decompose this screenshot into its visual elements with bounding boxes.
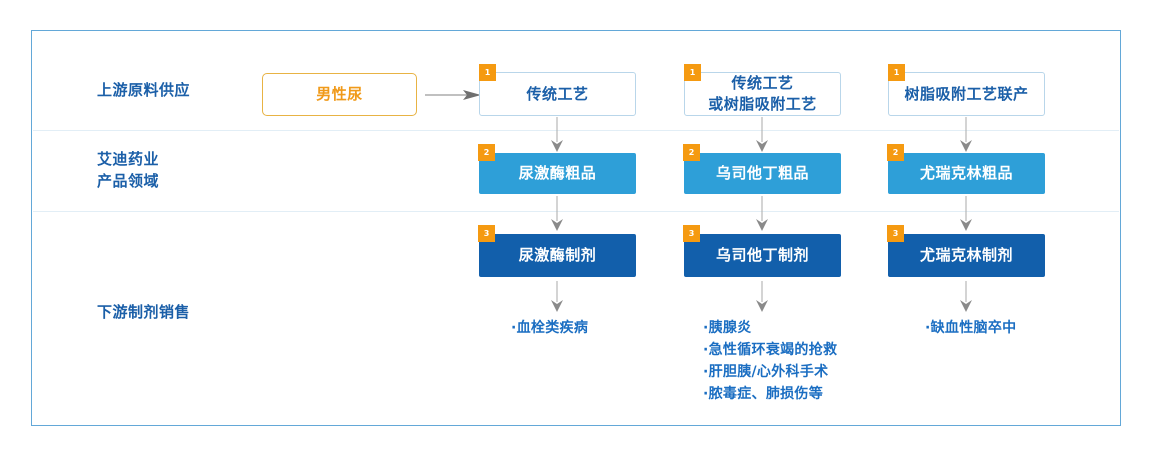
node-crude-urokinase[interactable]: 2 尿激酶粗品 — [478, 144, 636, 194]
node-process-urolinker[interactable]: 1 树脂吸附工艺联产 — [888, 64, 1045, 116]
node-process-urokinase[interactable]: 1 传统工艺 — [479, 64, 636, 116]
node-label: 尤瑞克林粗品 — [919, 164, 1013, 182]
indication-item: ·缺血性脑卒中 — [925, 320, 1017, 336]
stage-label-downstream: 下游制剂销售 — [97, 303, 191, 321]
node-label: 尿激酶制剂 — [518, 246, 597, 264]
row-divider-upstream-midstream — [33, 130, 1119, 131]
arrow-process-to-crude-ulinastatin — [756, 117, 768, 152]
indications-ulinastatin: ·胰腺炎 ·急性循环衰竭的抢救 ·肝胆胰/心外科手术 ·脓毒症、肺损伤等 — [703, 317, 837, 405]
indication-item: ·脓毒症、肺损伤等 — [703, 386, 824, 402]
arrow-process-to-crude-urolinker — [960, 117, 972, 152]
arrow-prep-to-indications-urokinase — [551, 281, 563, 312]
node-label: 尤瑞克林制剂 — [919, 246, 1013, 264]
badge-step-1: 1 — [479, 64, 496, 81]
node-label: 传统工艺 或树脂吸附工艺 — [708, 74, 817, 113]
indication-item: ·肝胆胰/心外科手术 — [703, 364, 829, 380]
badge-step-1: 1 — [684, 64, 701, 81]
node-crude-ulinastatin[interactable]: 2 乌司他丁粗品 — [683, 144, 841, 194]
arrow-crude-to-prep-urokinase — [551, 196, 563, 231]
arrow-prep-to-indications-ulinastatin — [756, 281, 768, 312]
row-divider-midstream-downstream — [33, 211, 1119, 212]
badge-step-2: 2 — [887, 144, 904, 161]
indications-urolinker: ·缺血性脑卒中 — [925, 317, 1016, 339]
indications-urokinase: ·血栓类疾病 — [511, 317, 588, 339]
badge-step-3: 3 — [887, 225, 904, 242]
node-label: 尿激酶粗品 — [518, 164, 597, 182]
badge-step-2: 2 — [683, 144, 700, 161]
node-prep-urokinase[interactable]: 3 尿激酶制剂 — [478, 225, 636, 277]
node-label: 男性尿 — [316, 85, 363, 103]
stage-label-midstream: 艾迪药业 产品领域 — [97, 150, 160, 190]
arrow-crude-to-prep-ulinastatin — [756, 196, 768, 231]
node-source-male-urine[interactable]: 男性尿 — [262, 73, 417, 116]
stage-label-upstream: 上游原料供应 — [97, 81, 191, 99]
node-crude-urolinker[interactable]: 2 尤瑞克林粗品 — [887, 144, 1045, 194]
badge-step-1: 1 — [888, 64, 905, 81]
arrow-source-to-process — [425, 90, 481, 100]
indication-item: ·血栓类疾病 — [511, 320, 589, 336]
indication-item: ·胰腺炎 — [703, 320, 752, 336]
node-label: 树脂吸附工艺联产 — [904, 84, 1029, 103]
node-process-ulinastatin[interactable]: 1 传统工艺 或树脂吸附工艺 — [684, 64, 841, 116]
arrow-prep-to-indications-urolinker — [960, 281, 972, 312]
node-prep-urolinker[interactable]: 3 尤瑞克林制剂 — [887, 225, 1045, 277]
node-label: 传统工艺 — [526, 84, 589, 103]
arrow-process-to-crude-urokinase — [551, 117, 563, 152]
node-label: 乌司他丁制剂 — [715, 246, 809, 264]
badge-step-3: 3 — [683, 225, 700, 242]
node-prep-ulinastatin[interactable]: 3 乌司他丁制剂 — [683, 225, 841, 277]
arrow-crude-to-prep-urolinker — [960, 196, 972, 231]
badge-step-2: 2 — [478, 144, 495, 161]
node-label: 乌司他丁粗品 — [715, 164, 809, 182]
badge-step-3: 3 — [478, 225, 495, 242]
indication-item: ·急性循环衰竭的抢救 — [703, 342, 838, 358]
